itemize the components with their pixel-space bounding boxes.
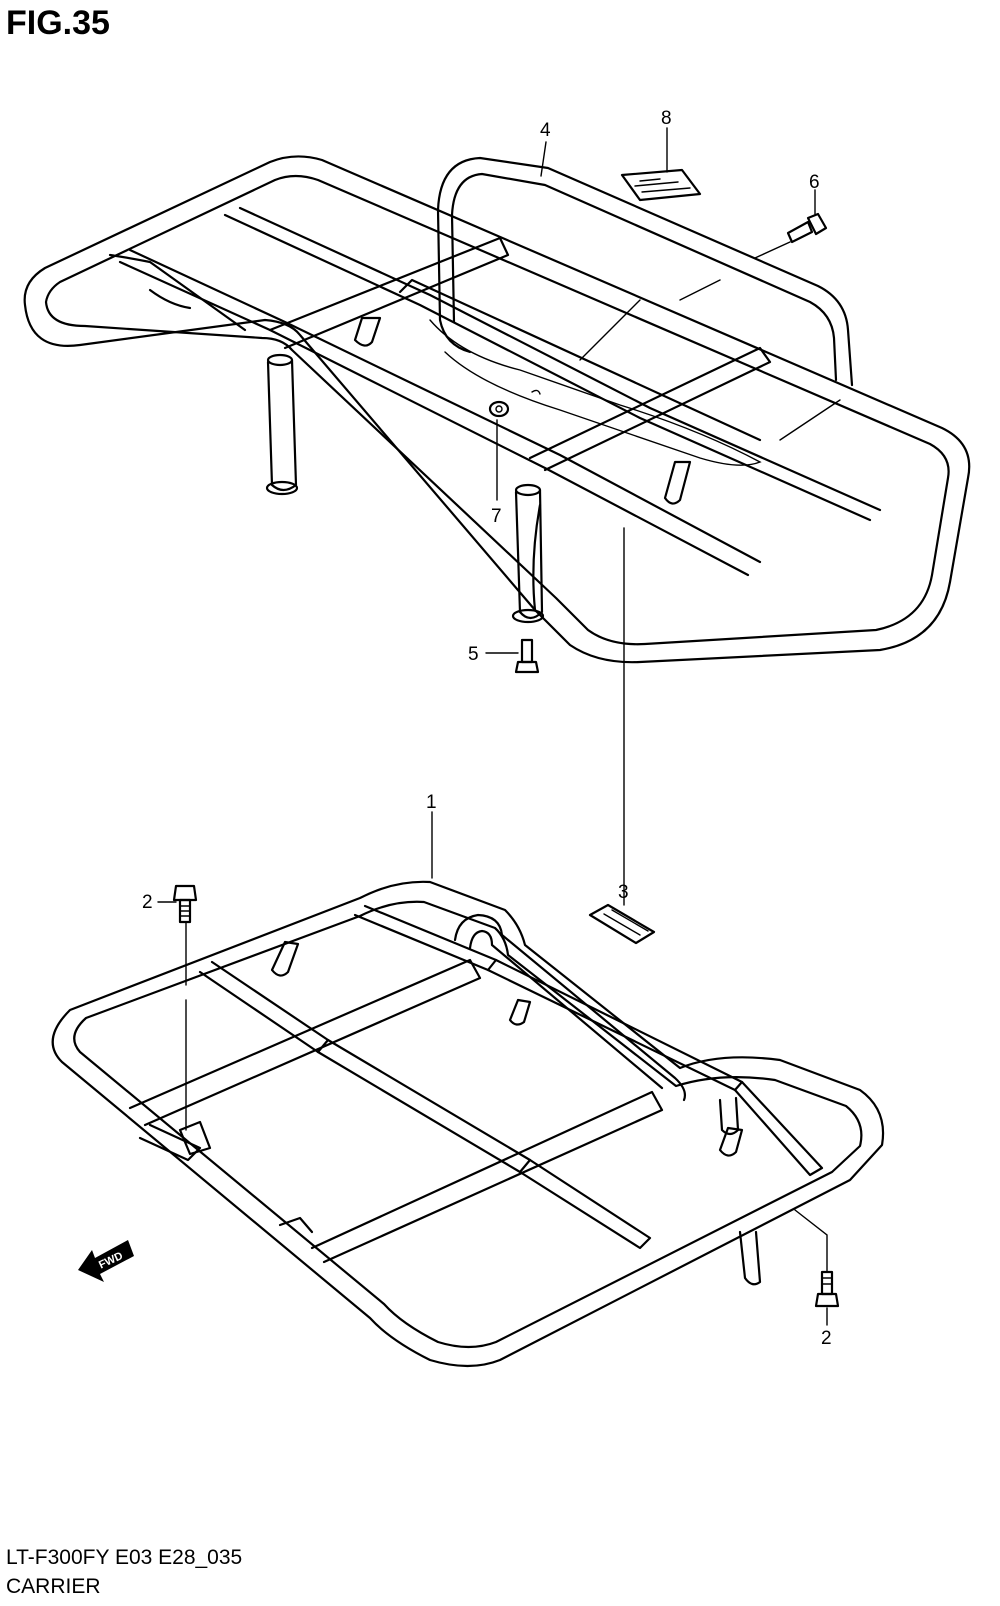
callout-2-top: 2	[142, 892, 153, 913]
pad-part-8	[620, 168, 702, 202]
bolt-part-5	[514, 638, 540, 674]
bolt-part-6	[786, 212, 828, 244]
callout-4: 4	[540, 120, 551, 141]
callout-1: 1	[426, 792, 437, 813]
callout-7: 7	[491, 506, 502, 527]
forward-direction-arrow-icon: FWD	[78, 1240, 134, 1282]
front-carrier-drawing	[23, 155, 971, 664]
callout-6: 6	[809, 172, 820, 193]
nut-part-7	[488, 389, 541, 418]
figure-title: FIG.35	[6, 4, 110, 42]
bolt-part-2-top	[172, 884, 198, 924]
callout-3: 3	[618, 882, 629, 903]
section-name-footer: CARRIER	[6, 1575, 101, 1598]
callout-8: 8	[661, 108, 672, 129]
callout-5: 5	[468, 644, 479, 665]
callout-2-bottom: 2	[821, 1328, 832, 1349]
leader-lines	[157, 127, 828, 1326]
pad-part-3	[588, 903, 656, 945]
rear-carrier-drawing	[51, 880, 885, 1368]
bolt-part-2-bottom	[814, 1270, 840, 1308]
model-code-footer: LT-F300FY E03 E28_035	[6, 1546, 243, 1569]
